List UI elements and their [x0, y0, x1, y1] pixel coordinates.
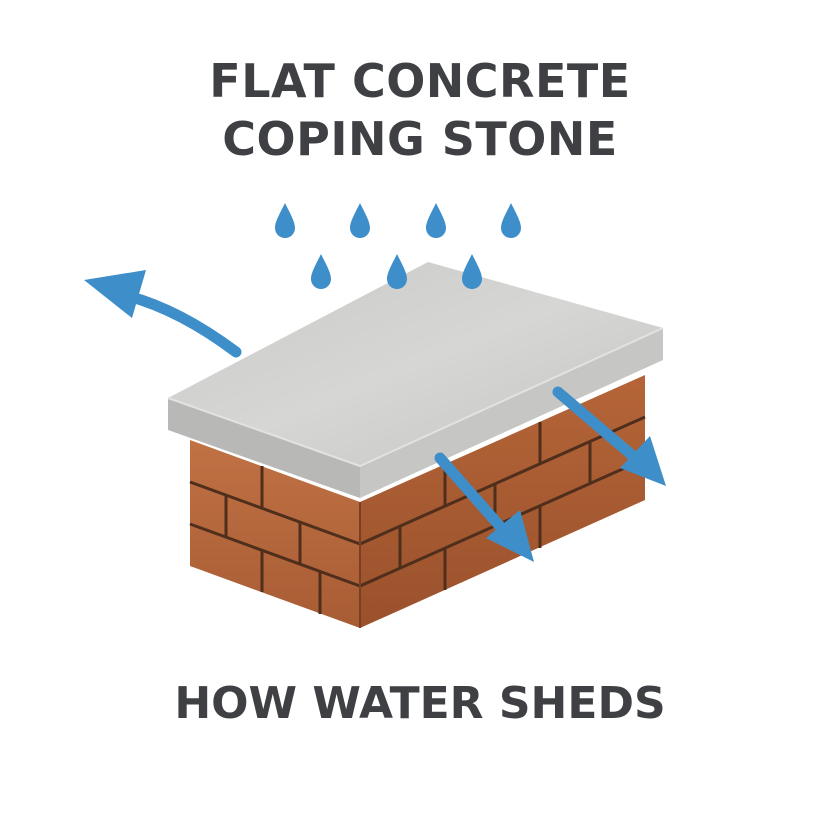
- brick-wall-side: [360, 375, 645, 628]
- mortar-lines-side: [359, 415, 646, 590]
- water-drop-icon: [387, 254, 407, 289]
- mortar-lines-front: [189, 466, 361, 614]
- diagram-title: FLAT CONCRETE COPING STONE: [0, 52, 840, 168]
- arrow-icon: [434, 452, 534, 562]
- diagram-caption: HOW WATER SHEDS: [174, 678, 666, 729]
- water-drop-icon: [426, 203, 446, 238]
- brick-wall: [189, 375, 646, 628]
- water-drops: [275, 203, 521, 289]
- water-flow-arrows: [84, 270, 666, 562]
- water-drop-icon: [311, 254, 331, 289]
- water-drop-icon: [275, 203, 295, 238]
- water-drop-icon: [501, 203, 521, 238]
- brick-wall-front: [190, 440, 360, 628]
- title-line-1: FLAT CONCRETE: [209, 54, 631, 108]
- arrow-icon: [84, 270, 242, 358]
- water-drop-icon: [462, 254, 482, 289]
- coping-front-edge: [168, 398, 360, 498]
- coping-top-surface: [168, 262, 663, 466]
- title-line-2: COPING STONE: [222, 112, 618, 166]
- arrow-icon: [552, 386, 666, 486]
- water-drop-icon: [350, 203, 370, 238]
